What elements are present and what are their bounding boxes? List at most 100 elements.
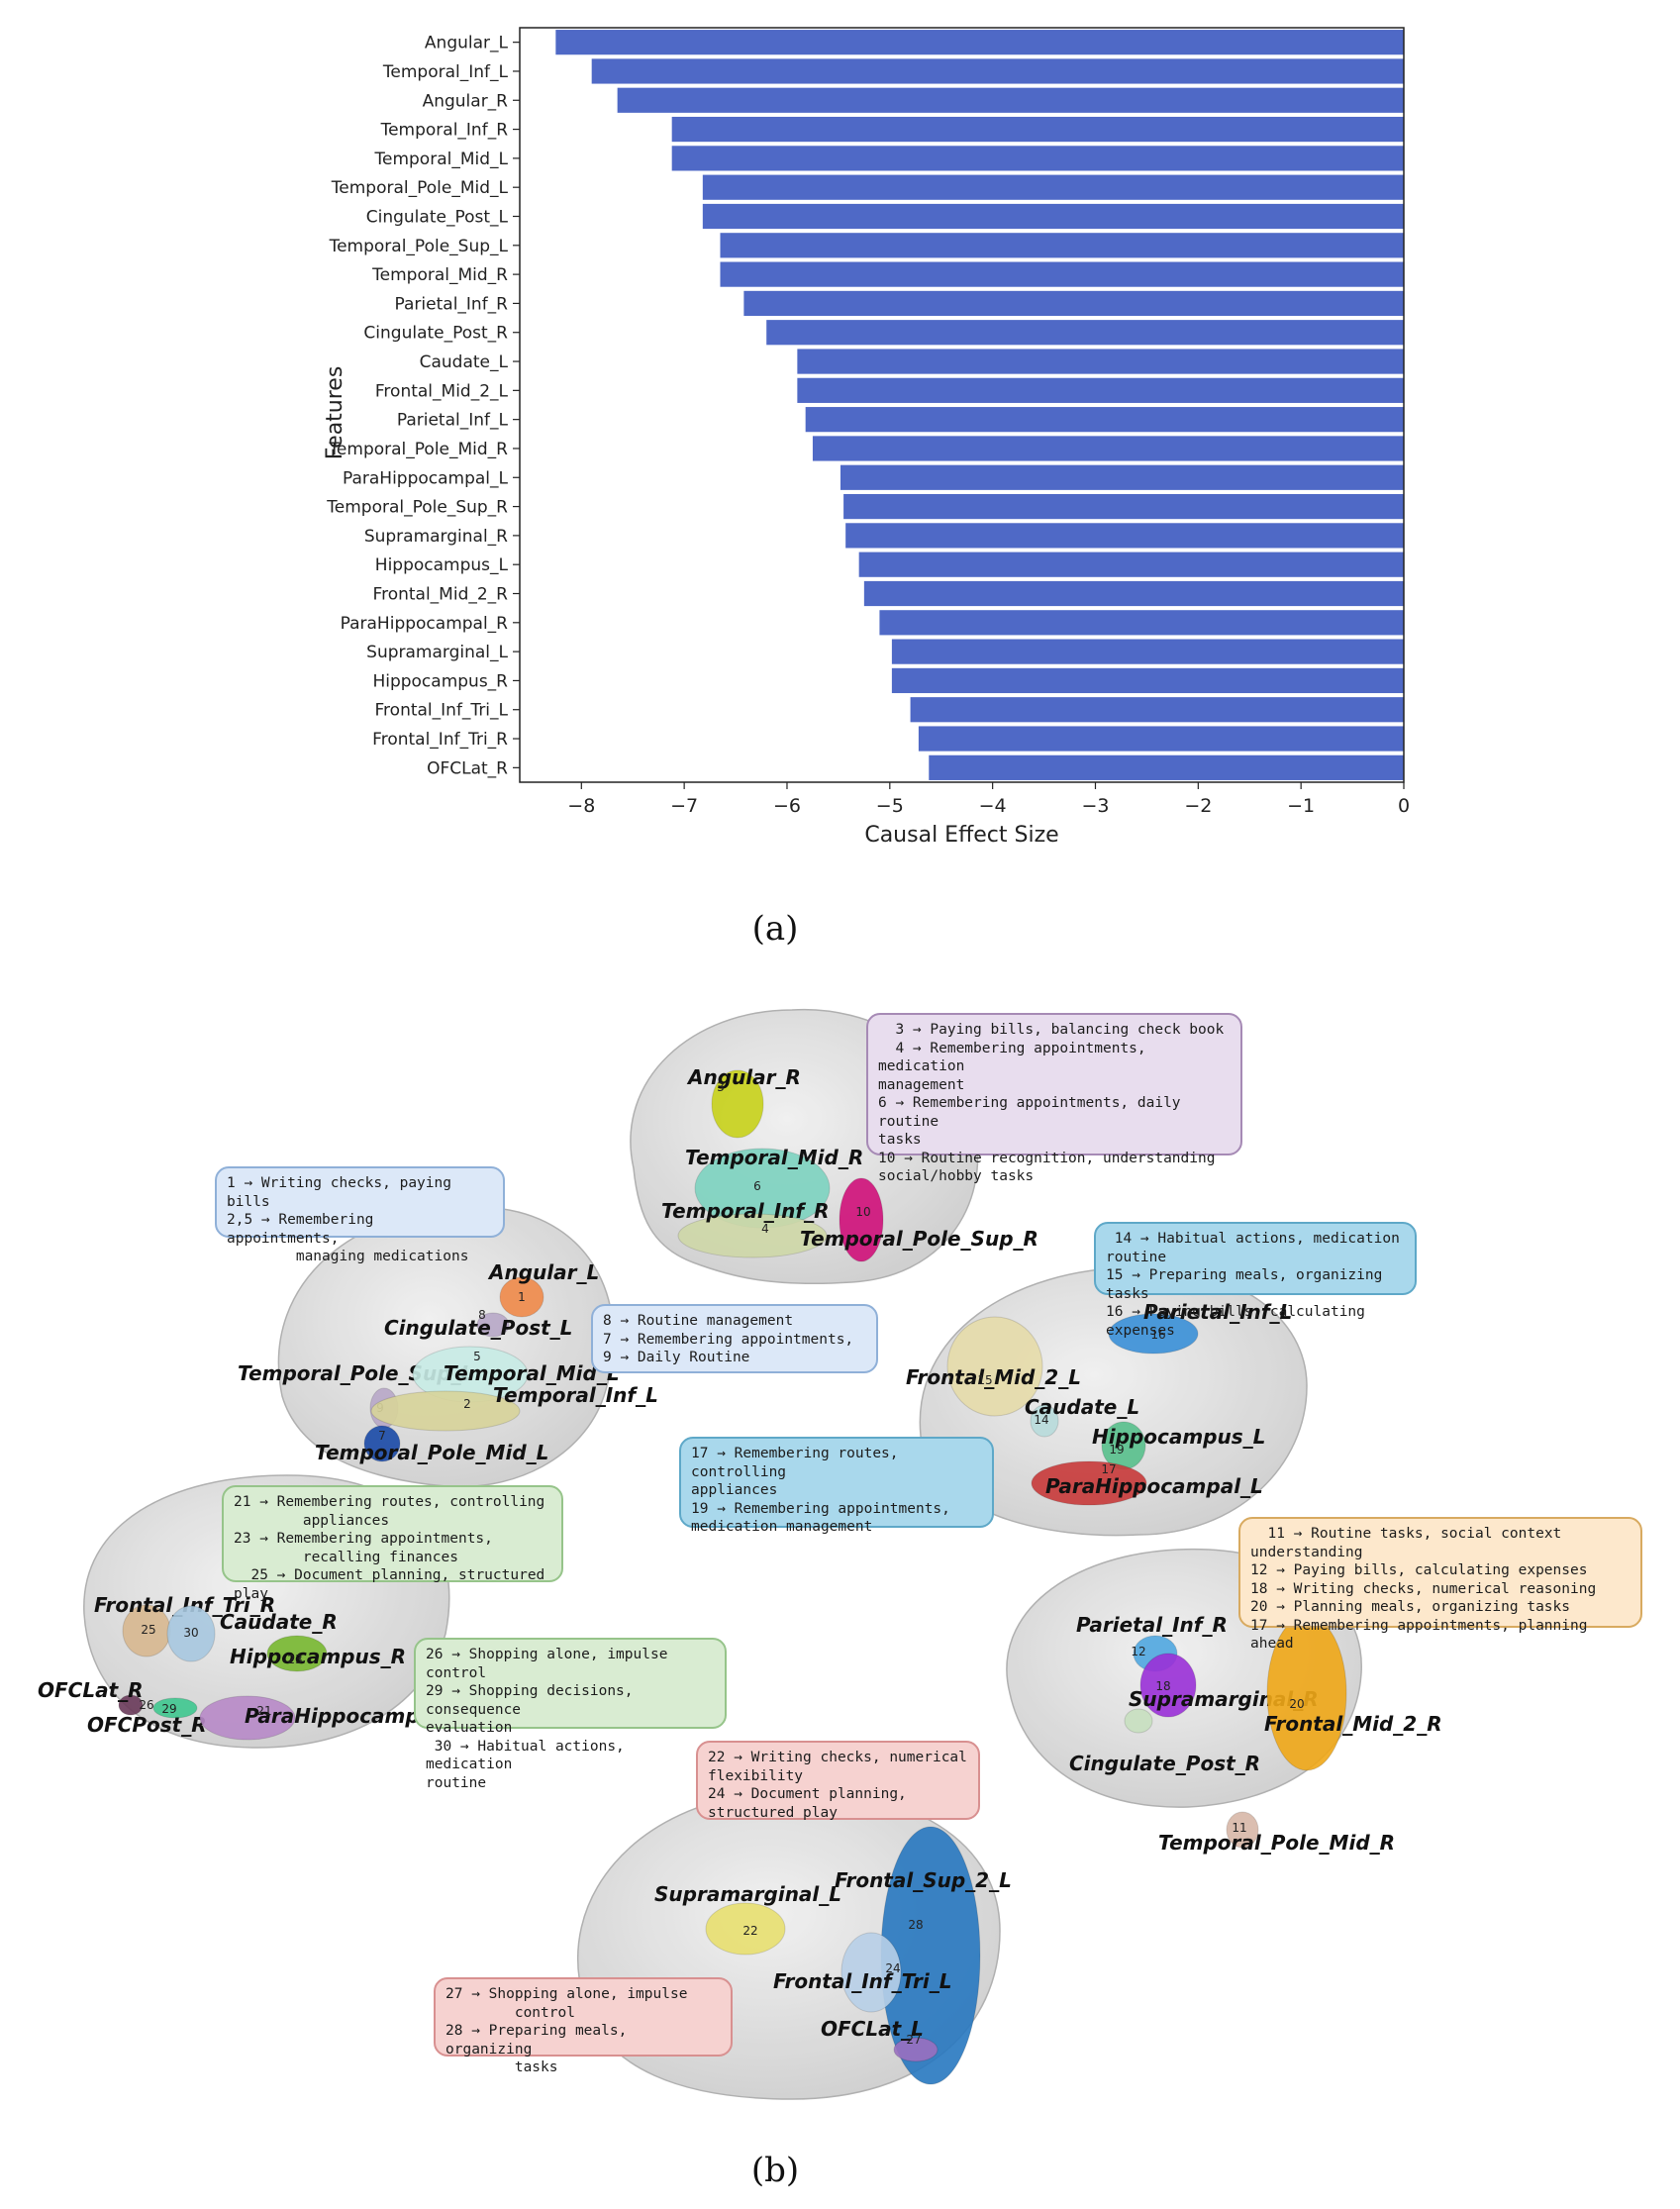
region-number-OFCLat_L: 27: [906, 2033, 921, 2047]
region-Cingulate_Post_L: [476, 1312, 510, 1338]
bar-Hippocampus_R: [891, 667, 1404, 694]
region-label-OFCPost_R: OFCPost_R: [87, 1713, 207, 1737]
region-number-Angular_R: 3: [717, 1080, 725, 1094]
region-label-Temporal_Pole_Mid_L: Temporal_Pole_Mid_L: [315, 1441, 548, 1464]
annotation-line: 10 → Routine recognition, understanding: [878, 1150, 1216, 1166]
region-number-Frontal_Sup_2_L: 28: [908, 1918, 923, 1932]
annotation-line: 19 → Remembering appointments,: [691, 1500, 950, 1517]
y-tick-label-ParaHippocampal_L: ParaHippocampal_L: [343, 468, 509, 488]
region-number-Supramarginal_L: 22: [742, 1924, 757, 1938]
region-label-Supramarginal_L: Supramarginal_L: [654, 1882, 841, 1906]
x-tick-label: −4: [979, 795, 1007, 817]
annotation-line: 17 → Remembering routes, controlling: [691, 1446, 908, 1480]
annotation-line: tasks: [878, 1132, 922, 1148]
annotation-box-left2: 8 → Routine management 7 → Remembering ap…: [591, 1304, 878, 1373]
bar-Hippocampus_L: [858, 552, 1404, 577]
region-number-Frontal_Mid_2_L: 15: [977, 1373, 992, 1387]
region-label-Temporal_Pole_Sup_R: Temporal_Pole_Sup_R: [800, 1227, 1038, 1251]
y-tick-label-Frontal_Inf_Tri_L: Frontal_Inf_Tri_L: [375, 701, 509, 721]
bar-chart: Angular_LTemporal_Inf_LAngular_RTemporal…: [323, 27, 1410, 848]
region-number-Frontal_Inf_Tri_L: 24: [885, 1961, 900, 1975]
x-tick-label: −6: [773, 795, 801, 817]
y-tick-label-Angular_R: Angular_R: [423, 91, 509, 111]
y-tick-label-Frontal_Mid_2_L: Frontal_Mid_2_L: [375, 381, 509, 401]
region-Temporal_Pole_Mid_R: [1226, 1811, 1259, 1849]
annotation-line: 16 → Paying bills, calculating expenses: [1106, 1304, 1374, 1339]
region-number-Frontal_Mid_2_R: 20: [1289, 1697, 1304, 1711]
region-label-Caudate_L: Caudate_L: [1025, 1395, 1139, 1419]
annotation-line: appliances: [234, 1512, 390, 1529]
bar-ParaHippocampal_R: [879, 610, 1404, 636]
annotation-line: medication management: [691, 1519, 873, 1535]
region-OFCLat_R: [118, 1694, 144, 1716]
bar-OFCLat_R: [929, 754, 1404, 780]
annotation-line: 12 → Paying bills, calculating expenses: [1250, 1562, 1588, 1578]
region-number-Parietal_Inf_L: 16: [1150, 1328, 1165, 1342]
y-tick-label-Temporal_Pole_Mid_R: Temporal_Pole_Mid_R: [328, 440, 508, 459]
region-number-Temporal_Mid_R: 6: [753, 1179, 761, 1193]
region-number-Supramarginal_R: 18: [1155, 1679, 1170, 1693]
x-tick-label: −8: [567, 795, 595, 817]
annotation-line: 3 → Paying bills, balancing check book: [878, 1022, 1225, 1038]
region-number-Temporal_Pole_Mid_R: 11: [1232, 1821, 1246, 1835]
region-Temporal_Inf_L: [370, 1390, 521, 1432]
annotation-line: 25 → Document planning, structured play: [234, 1567, 554, 1602]
annotation-line: recalling finances: [234, 1549, 458, 1565]
annotation-line: 20 → Planning meals, organizing tasks: [1250, 1599, 1571, 1615]
annotation-line: 7 → Remembering appointments,: [603, 1331, 854, 1348]
region-Angular_R: [711, 1069, 764, 1139]
region-label-Temporal_Inf_R: Temporal_Inf_R: [661, 1199, 830, 1223]
annotation-line: managing medications: [227, 1249, 469, 1264]
annotation-line: tasks: [445, 2059, 558, 2075]
y-tick-label-Temporal_Inf_L: Temporal_Inf_L: [382, 62, 509, 82]
bar-Frontal_Inf_Tri_L: [910, 697, 1404, 723]
bar-Temporal_Mid_L: [671, 146, 1404, 171]
y-tick-label-Temporal_Pole_Sup_L: Temporal_Pole_Sup_L: [329, 237, 509, 256]
annotation-line: social/hobby tasks: [878, 1168, 1035, 1184]
bar-Temporal_Pole_Sup_R: [843, 493, 1404, 520]
annotation-line: 2,5 → Remembering appointments,: [227, 1212, 383, 1247]
region-number-Hippocampus_R: 23: [287, 1653, 302, 1666]
region-number-Temporal_Inf_L: 2: [463, 1397, 471, 1411]
y-tick-label-OFCLat_R: OFCLat_R: [427, 758, 508, 778]
bar-Frontal_Inf_Tri_R: [918, 726, 1404, 752]
region-label-Caudate_R: Caudate_R: [220, 1610, 338, 1634]
axes-frame: [519, 27, 1405, 783]
region-Angular_L: [499, 1276, 544, 1318]
x-axis-label: Causal Effect Size: [864, 823, 1058, 848]
annotation-line: structured play: [708, 1804, 838, 1821]
region-number-Frontal_Inf_Tri_R: 25: [141, 1623, 155, 1637]
region-number-ParaHippocampal_R: 21: [256, 1704, 271, 1718]
bar-Temporal_Inf_R: [671, 116, 1404, 143]
y-tick-label-Supramarginal_L: Supramarginal_L: [366, 643, 508, 662]
region-OFCPost_R: [152, 1697, 198, 1719]
bar-ParaHippocampal_L: [840, 464, 1404, 490]
annotation-line: 8 → Routine management: [603, 1313, 794, 1329]
annotation-line: 24 → Document planning,: [708, 1786, 907, 1802]
annotation-line: management: [878, 1076, 965, 1093]
annotation-line: evaluation: [426, 1720, 513, 1736]
annotation-line: 14 → Habitual actions, medication: [1106, 1231, 1400, 1247]
annotation-line: 28 → Preparing meals, organizing: [445, 2023, 637, 2058]
y-tick-label-Temporal_Mid_L: Temporal_Mid_L: [374, 150, 509, 169]
y-tick-label-ParaHippocampal_R: ParaHippocampal_R: [341, 614, 509, 634]
annotation-line: appliances: [691, 1482, 778, 1498]
region-number-Cingulate_Post_L: 8: [478, 1308, 486, 1322]
region-number-Temporal_Mid_L: 5: [473, 1350, 481, 1363]
annotation-line: 17 → Remembering appointments, planning …: [1250, 1617, 1597, 1653]
brain-figure: Angular_R3Temporal_Mid_R6Temporal_Inf_R4…: [38, 1008, 1442, 2100]
bar-Temporal_Pole_Sup_L: [720, 233, 1404, 258]
x-tick-label: −2: [1184, 795, 1212, 817]
region-label-Frontal_Mid_2_R: Frontal_Mid_2_R: [1264, 1712, 1442, 1736]
region-Supramarginal_R: [1139, 1653, 1197, 1718]
region-number-OFCPost_R: 29: [161, 1702, 176, 1716]
bar-Parietal_Inf_R: [743, 290, 1404, 317]
y-tick-label-Hippocampus_R: Hippocampus_R: [372, 671, 508, 691]
bar-Angular_R: [617, 87, 1404, 113]
bar-Frontal_Mid_2_R: [863, 580, 1404, 607]
y-axis-label: Features: [323, 366, 347, 460]
region-Temporal_Pole_Sup_R: [839, 1177, 884, 1262]
